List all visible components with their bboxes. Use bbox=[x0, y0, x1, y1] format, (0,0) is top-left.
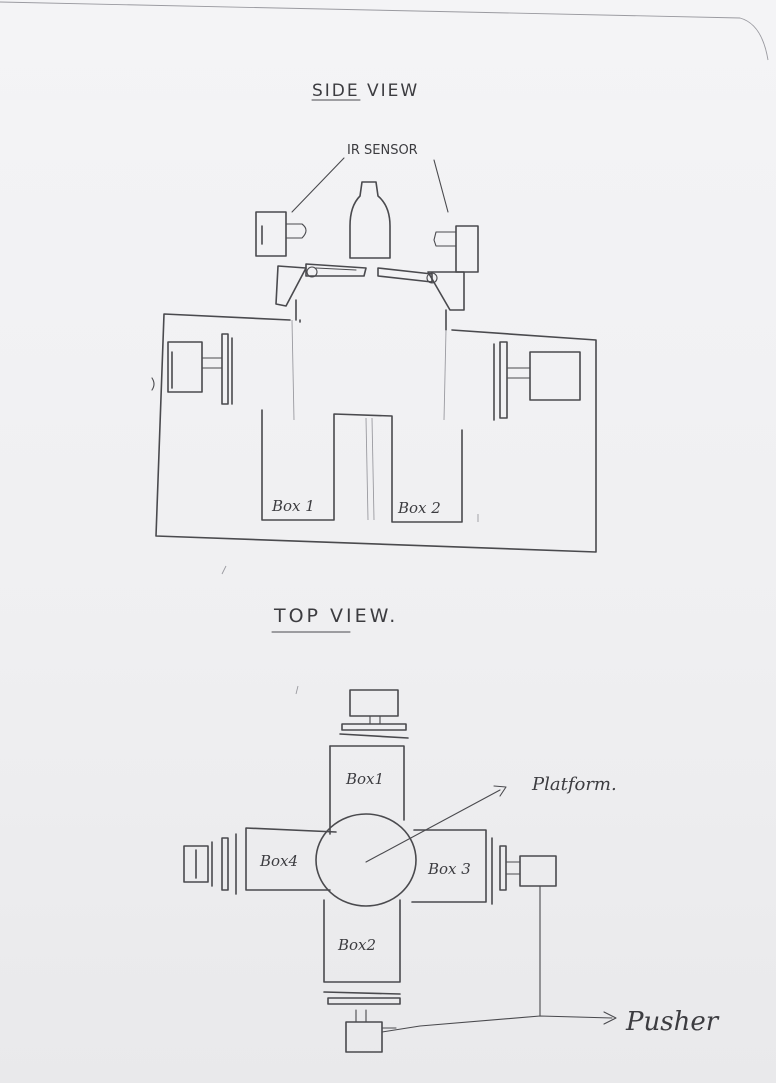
top-pusher-south bbox=[324, 992, 400, 1052]
platform-leader bbox=[366, 790, 500, 862]
top-view: TOP VIEW. Platform. Box1 Box4 Box 3 Box2 bbox=[184, 605, 720, 1052]
pusher-left bbox=[152, 334, 232, 404]
side-view: SIDE VIEW IR SENSOR bbox=[152, 81, 596, 552]
top-pusher-north bbox=[340, 690, 408, 738]
platform-circle bbox=[316, 814, 416, 906]
top-box-4-label: Box4 bbox=[259, 852, 298, 870]
platform-arrowhead bbox=[494, 786, 506, 796]
top-box-2-label: Box2 bbox=[337, 936, 376, 954]
ir-sensor-left bbox=[256, 212, 306, 256]
paper-edge bbox=[0, 2, 768, 60]
top-box-1-label: Box1 bbox=[345, 770, 384, 788]
top-box-3-label: Box 3 bbox=[427, 860, 471, 878]
bottle bbox=[350, 182, 390, 258]
pusher-label: Pusher bbox=[625, 1007, 720, 1037]
side-box-1-label: Box 1 bbox=[271, 497, 315, 515]
side-box-2-label: Box 2 bbox=[397, 499, 441, 517]
side-view-title: SIDE VIEW bbox=[312, 81, 419, 101]
top-pusher-west bbox=[184, 834, 236, 894]
ir-sensor-leader-right bbox=[434, 160, 448, 212]
top-view-title: TOP VIEW. bbox=[273, 605, 398, 627]
platform-label: Platform. bbox=[531, 774, 617, 795]
gate-flaps bbox=[276, 264, 464, 330]
pusher-right bbox=[494, 342, 580, 420]
top-pusher-east bbox=[492, 838, 556, 1016]
ir-sensor-leader-left bbox=[292, 158, 344, 212]
pusher-leader bbox=[382, 1016, 612, 1032]
ir-sensor-right bbox=[434, 226, 478, 272]
ir-sensor-label: IR SENSOR bbox=[347, 143, 418, 158]
